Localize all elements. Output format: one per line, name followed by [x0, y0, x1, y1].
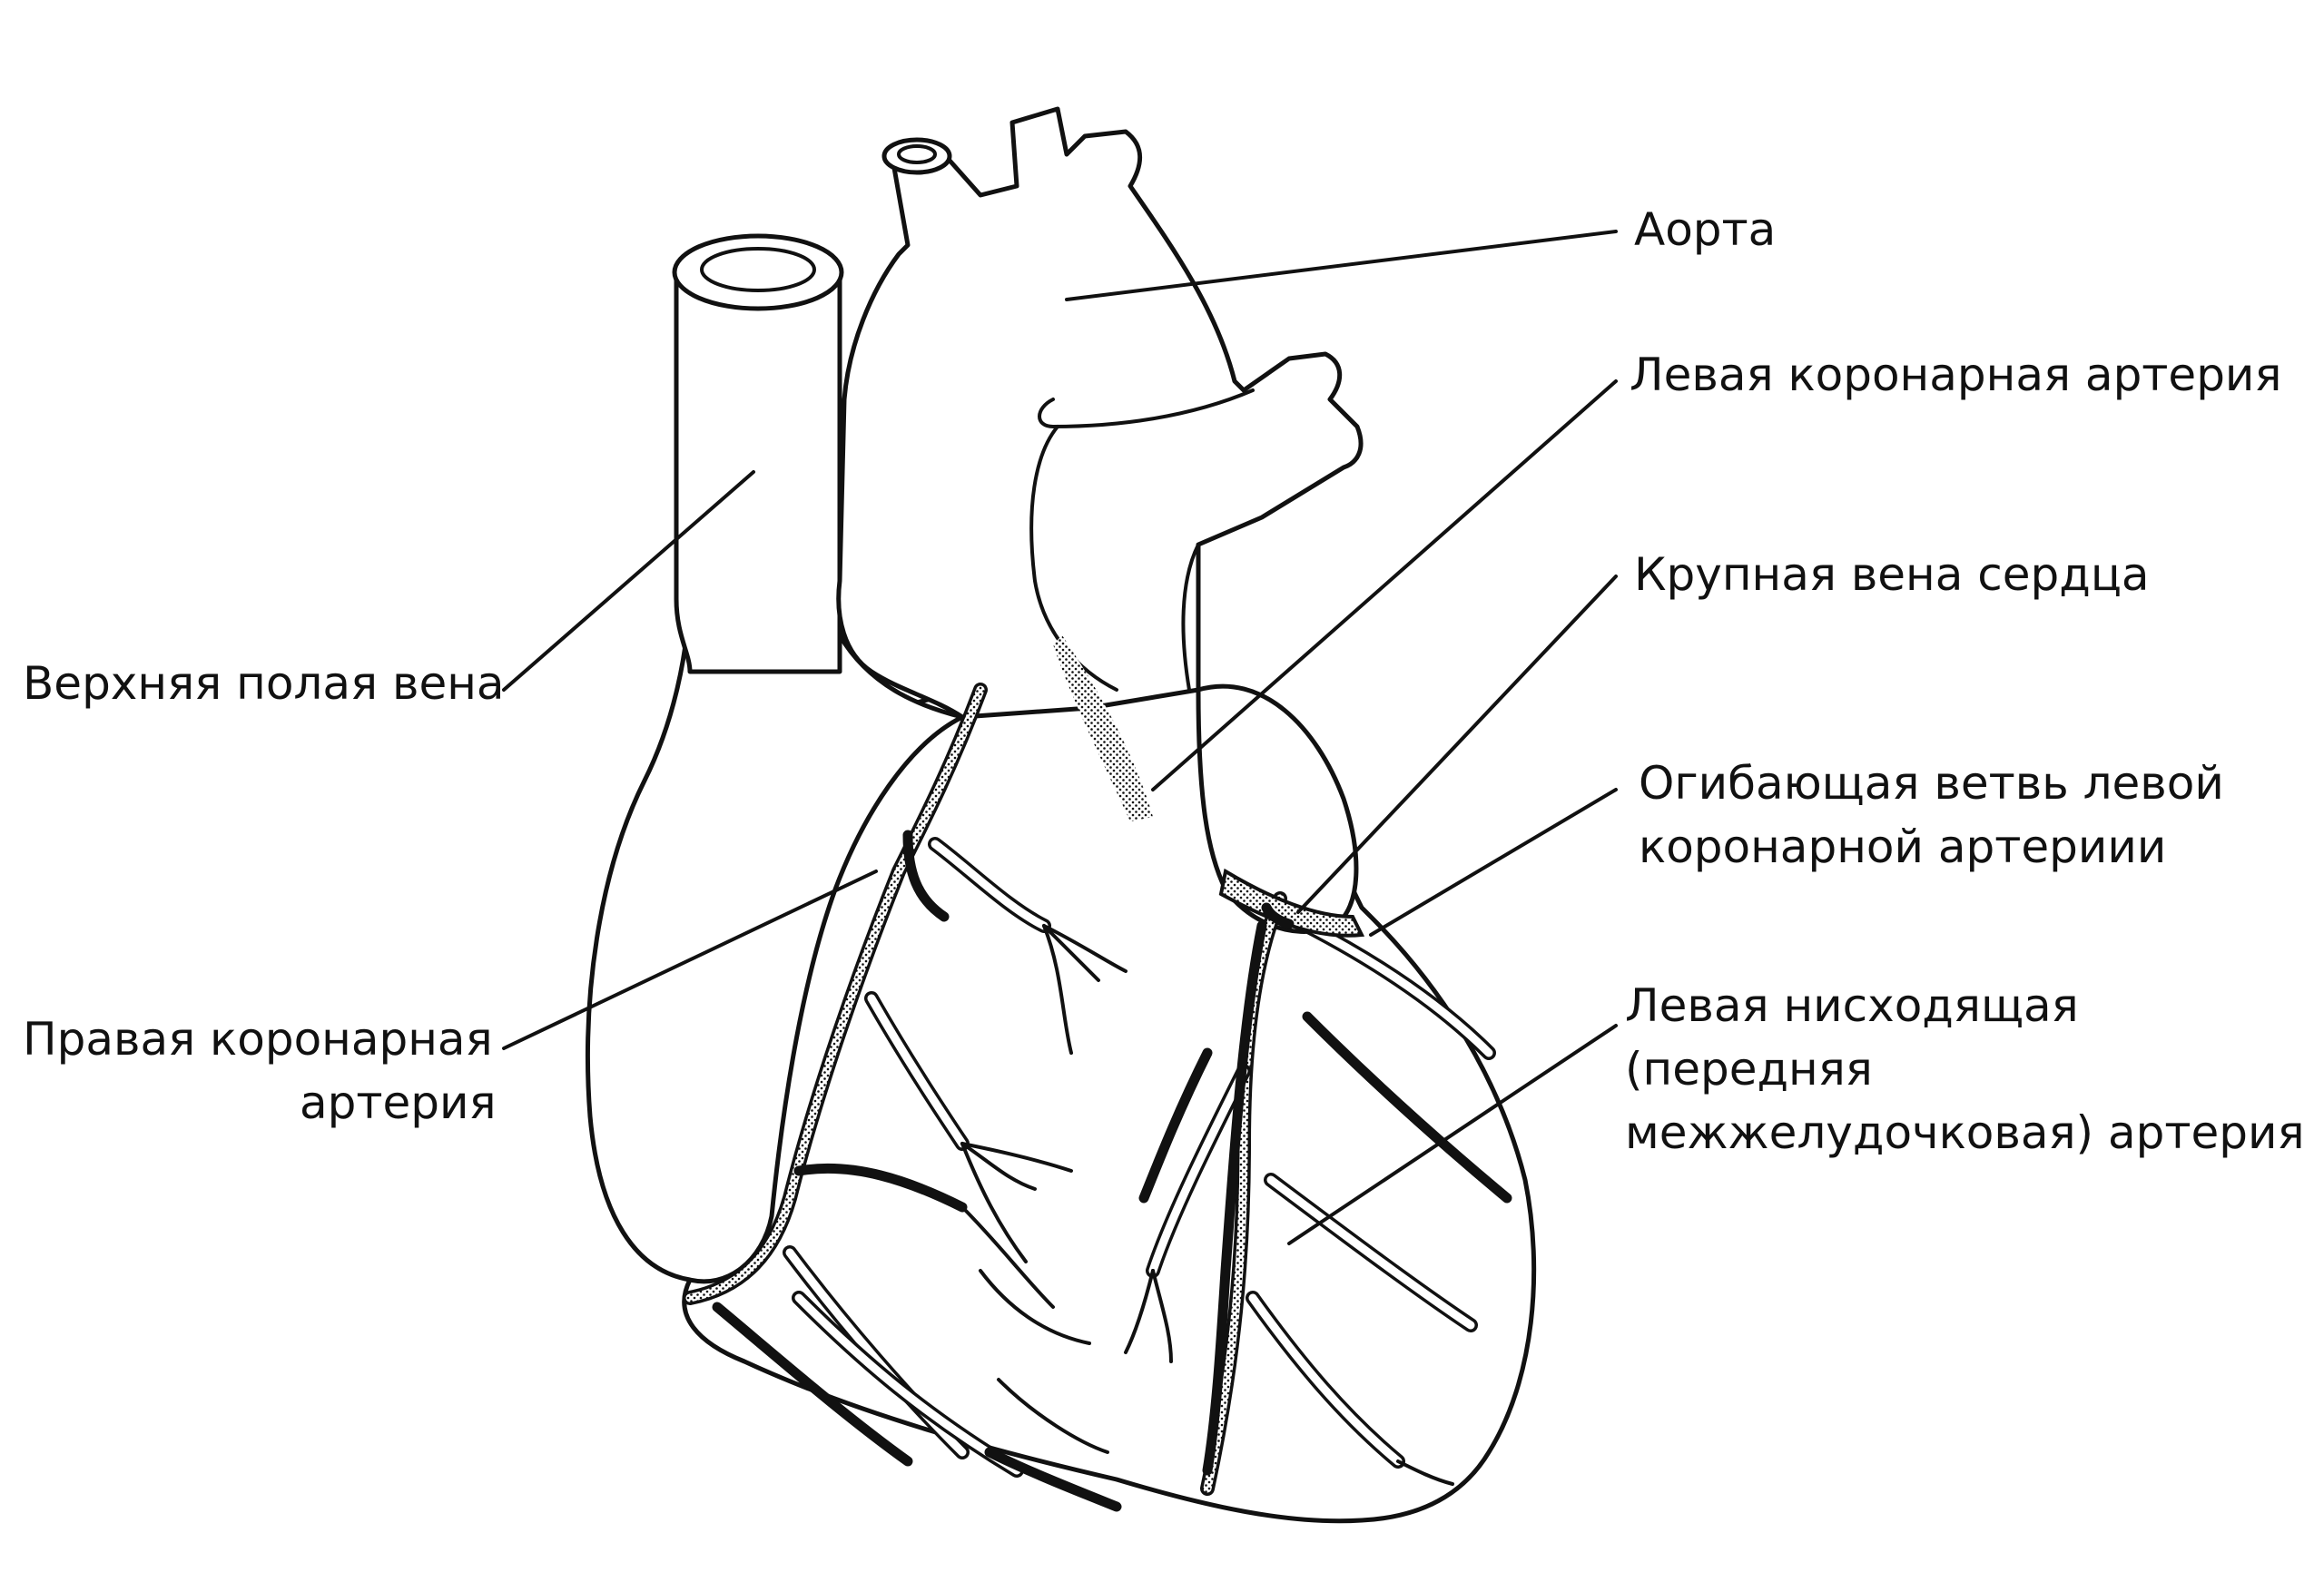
label-lad-line3: межжелудочковая) артерия [1625, 1106, 2305, 1159]
leader-circumflex [1369, 788, 1618, 937]
label-lad-line2: (передняя [1625, 1043, 1873, 1096]
label-great-cardiac-vein: Крупная вена сердца [1634, 548, 2150, 601]
leader-great-vein [1296, 575, 1618, 914]
labels: Аорта Левая коронарная артерия Крупная в… [23, 203, 2305, 1159]
leader-aorta [1065, 230, 1618, 301]
right-coronary-artery-vessel [683, 683, 1051, 1478]
label-right-coronary-line1: Правая коронарная [23, 1013, 493, 1066]
leader-lad [1287, 1024, 1618, 1245]
right-coronary-branches [960, 924, 1128, 1263]
circumflex-groove [1218, 868, 1365, 938]
aortic-arch-curve [1038, 388, 1255, 428]
svc-opening-inner [700, 247, 816, 292]
label-superior-vena-cava: Верхняя полая вена [23, 657, 505, 710]
pulmonary-trunk-outline [1029, 425, 1118, 692]
label-left-coronary-artery: Левая коронарная артерия [1630, 349, 2282, 401]
heart-illustration [586, 106, 1537, 1524]
trunk-shading [1053, 635, 1153, 821]
label-circumflex-line1: Огибающая ветвь левой [1639, 757, 2224, 810]
aorta-outline [836, 106, 1364, 720]
label-lad-line1: Левая нисходящая [1625, 979, 2079, 1032]
cardiac-veins-right [712, 830, 1122, 1512]
pulmonary-right-edge [1181, 543, 1200, 692]
brachiocephalic-inner [897, 144, 937, 164]
leader-left-coronary [1151, 379, 1618, 791]
brachiocephalic-opening [881, 137, 952, 175]
label-circumflex-line2: коронарной артериии [1639, 821, 2166, 873]
label-right-coronary-line2: артерия [300, 1076, 497, 1129]
leader-rca [502, 870, 878, 1050]
lad-veins [1124, 920, 1512, 1486]
leader-svc [502, 470, 755, 692]
label-aorta: Аорта [1634, 203, 1776, 256]
leader-lines [502, 230, 1618, 1245]
great-cardiac-vein-dark [1261, 902, 1295, 929]
superior-vena-cava-outline [674, 270, 842, 674]
